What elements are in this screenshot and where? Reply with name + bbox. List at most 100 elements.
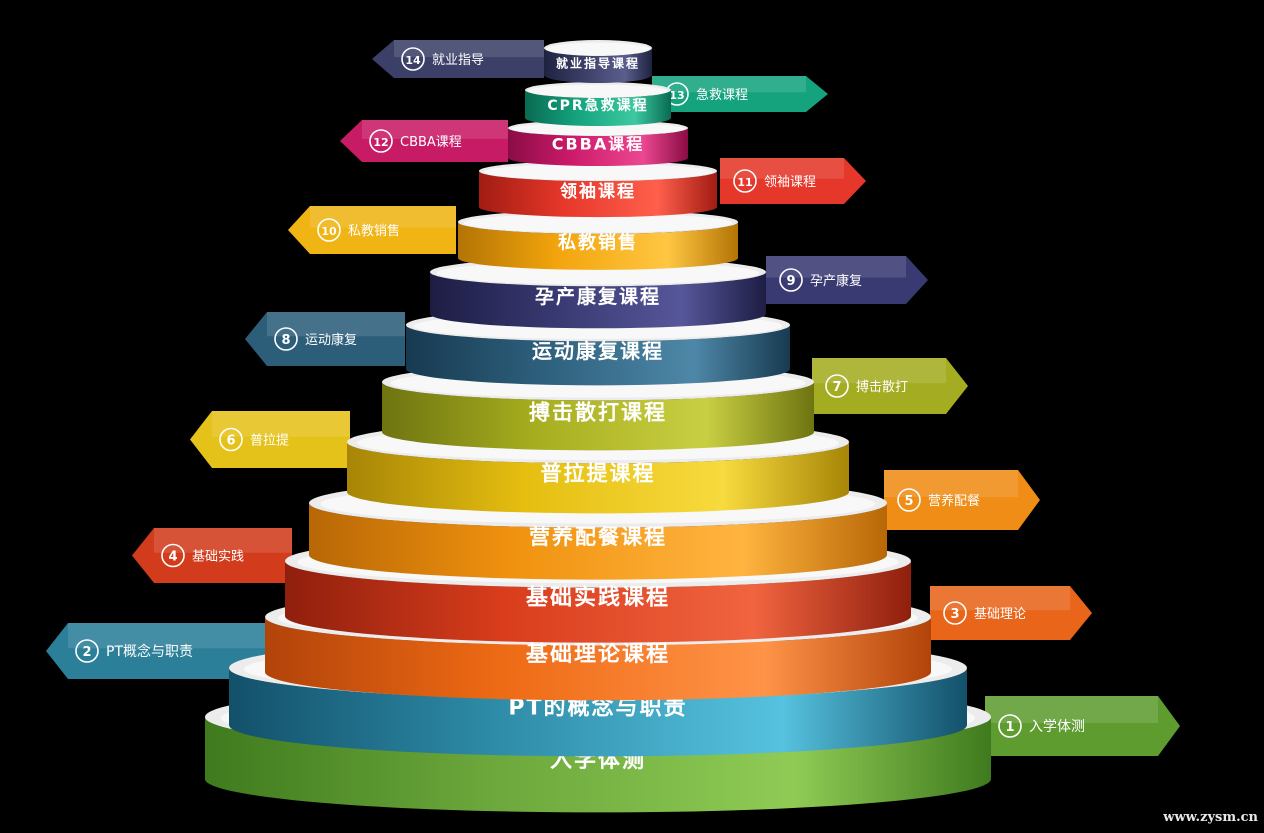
- number-circle-icon: [317, 218, 341, 242]
- arrow-text: 运动康复: [305, 332, 357, 348]
- tier-label: 运动康复课程: [532, 339, 664, 363]
- tier-top-highlight: [527, 84, 669, 98]
- tier-band: [458, 222, 738, 270]
- number-circle-icon: [825, 374, 849, 398]
- arrow-text: 领袖课程: [764, 175, 816, 190]
- tier-14: 就业指导课程: [544, 40, 652, 83]
- tier-label: CBBA课程: [552, 134, 645, 153]
- arrow-shape: [132, 528, 292, 583]
- arrow-text: 基础理论: [974, 607, 1026, 622]
- arrow-shape: [720, 158, 866, 204]
- arrow-text: CBBA课程: [400, 135, 462, 150]
- arrow-highlight: [362, 120, 508, 139]
- tier-label: 营养配餐课程: [529, 525, 667, 549]
- tier-label: 就业指导课程: [556, 56, 640, 71]
- tier-band: [406, 325, 790, 386]
- arrow-text: 入学体测: [1029, 719, 1085, 735]
- pyramid-tiers-layer: 入学体测PT的概念与职责基础理论课程基础实践课程营养配餐课程普拉提课程搏击散打课…: [205, 40, 991, 813]
- arrow-shape: [245, 312, 405, 366]
- tier-top-highlight: [511, 122, 685, 136]
- number-circle-icon: [369, 129, 393, 153]
- arrow-text: 普拉提: [250, 433, 289, 449]
- arrow-shape: [930, 586, 1092, 640]
- tier-label: 普拉提课程: [541, 461, 656, 485]
- arrow-highlight: [985, 696, 1158, 723]
- arrow-shape: [884, 470, 1040, 530]
- watermark-text: www.zysm.cn: [1163, 810, 1258, 825]
- number-circle-icon: [401, 47, 425, 71]
- tier-band: [265, 617, 931, 701]
- tier-11: 领袖课程: [479, 160, 718, 218]
- tier-label: CPR急救课程: [547, 97, 648, 114]
- arrow-text: 搏击散打: [856, 379, 908, 395]
- tier-band: [309, 503, 887, 580]
- arrow-text: 营养配餐: [928, 493, 980, 509]
- arrow-shape: [372, 40, 544, 78]
- arrow-shape: [288, 206, 456, 254]
- arrow-shape: [985, 696, 1180, 756]
- tier-top-highlight: [546, 42, 650, 56]
- arrow-number: 9: [786, 274, 795, 289]
- number-circle-icon: [274, 327, 298, 351]
- arrow-highlight: [812, 358, 946, 384]
- arrow-highlight: [212, 411, 350, 437]
- arrow-text: 急救课程: [696, 87, 748, 103]
- arrow-highlight: [68, 623, 266, 649]
- arrow-shape: [190, 411, 350, 468]
- arrow-number: 6: [226, 434, 235, 449]
- arrow-label-14: 14 就业指导: [372, 40, 544, 78]
- number-circle-icon: [733, 169, 757, 193]
- arrow-number: 11: [737, 176, 752, 189]
- tier-band: [525, 90, 671, 126]
- number-circle-icon: [75, 639, 99, 663]
- arrow-shape: [812, 358, 968, 414]
- arrow-number: 3: [950, 607, 959, 622]
- arrow-label-13: 13 急救课程: [652, 76, 828, 112]
- tier-label: 搏击散打课程: [529, 400, 667, 424]
- arrow-highlight: [766, 256, 906, 278]
- arrow-text: 孕产康复: [810, 273, 862, 289]
- arrow-label-6: 6 普拉提: [190, 411, 350, 468]
- number-circle-icon: [998, 714, 1022, 738]
- tier-label: 领袖课程: [560, 181, 636, 202]
- tier-label: 私教销售: [558, 231, 638, 253]
- tier-13: CPR急救课程: [525, 82, 671, 126]
- arrow-text: 基础实践: [192, 550, 244, 565]
- tier-band: [544, 48, 652, 83]
- arrow-number: 4: [168, 550, 177, 565]
- arrow-text: 私教销售: [348, 223, 400, 239]
- arrow-number: 10: [321, 225, 337, 238]
- arrow-highlight: [154, 528, 292, 553]
- arrow-shape: [766, 256, 928, 304]
- tier-band: [430, 272, 766, 329]
- arrow-highlight: [652, 76, 806, 93]
- tier-band: [508, 128, 688, 166]
- arrow-label-4: 4 基础实践: [132, 528, 292, 583]
- arrow-number: 14: [405, 54, 421, 67]
- tier-label: 基础理论课程: [526, 641, 670, 667]
- tier-label: 孕产康复课程: [535, 285, 661, 308]
- number-circle-icon: [897, 488, 921, 512]
- arrow-number: 12: [373, 136, 388, 149]
- tier-band: [347, 442, 849, 514]
- arrow-number: 13: [669, 89, 684, 102]
- number-circle-icon: [943, 601, 967, 625]
- arrow-label-12: 12 CBBA课程: [340, 120, 508, 162]
- arrow-highlight: [884, 470, 1018, 497]
- arrow-highlight: [267, 312, 405, 337]
- arrow-label-9: 9 孕产康复: [766, 256, 928, 304]
- arrow-label-11: 11 领袖课程: [720, 158, 866, 204]
- arrow-label-3: 3 基础理论: [930, 586, 1092, 640]
- tier-top-highlight: [463, 213, 733, 233]
- arrow-number: 5: [904, 494, 913, 509]
- tier-band: [285, 561, 911, 643]
- tier-band: [382, 382, 814, 451]
- arrow-text: PT概念与职责: [106, 643, 193, 660]
- number-circle-icon: [161, 543, 185, 568]
- arrow-text: 就业指导: [432, 53, 484, 68]
